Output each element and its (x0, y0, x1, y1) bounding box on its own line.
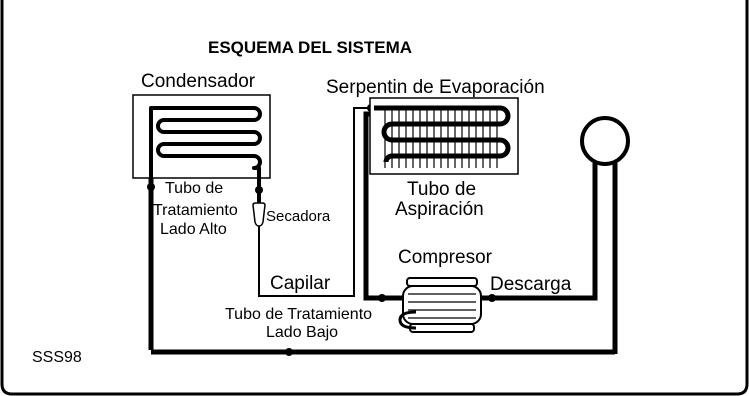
dryer-joint (255, 186, 263, 194)
low-side-tube-label-1: Tubo de Tratamiento (225, 306, 373, 323)
suction-joint (378, 294, 386, 302)
evaporator-coil (374, 105, 511, 163)
condenser-coil (149, 106, 262, 178)
capillary-label: Capilar (270, 273, 331, 294)
discharge-line (481, 163, 598, 301)
discharge-joint (488, 294, 496, 302)
discharge-label: Descarga (490, 274, 572, 295)
high-side-joint (147, 183, 155, 191)
high-side-tube-label-2: Tratamiento (153, 202, 238, 219)
evaporator-label: Serpentin de Evaporación (326, 77, 545, 98)
suction-tube-label-1: Tubo de (407, 179, 477, 200)
diagram-code: SSS98 (32, 349, 82, 366)
high-side-tube-label-3: Lado Alto (160, 221, 227, 238)
low-side-tube-label-2: Lado Bajo (266, 324, 339, 341)
compressor-label: Compresor (398, 247, 492, 268)
high-side-tube-label-1: Tubo de (165, 180, 224, 197)
accumulator-icon (580, 116, 630, 166)
evaporator-box (369, 97, 519, 175)
dryer-icon (252, 202, 266, 227)
dryer-label: Secadora (266, 208, 331, 225)
suction-tube (363, 111, 408, 301)
suction-tube-label-2: Aspiración (395, 199, 484, 220)
bottom-joint (285, 348, 293, 356)
diagram-title: ESQUEMA DEL SISTEMA (208, 38, 413, 57)
capillary-tube (258, 107, 368, 297)
compressor-icon (398, 277, 482, 333)
condenser-label: Condensador (141, 71, 256, 92)
